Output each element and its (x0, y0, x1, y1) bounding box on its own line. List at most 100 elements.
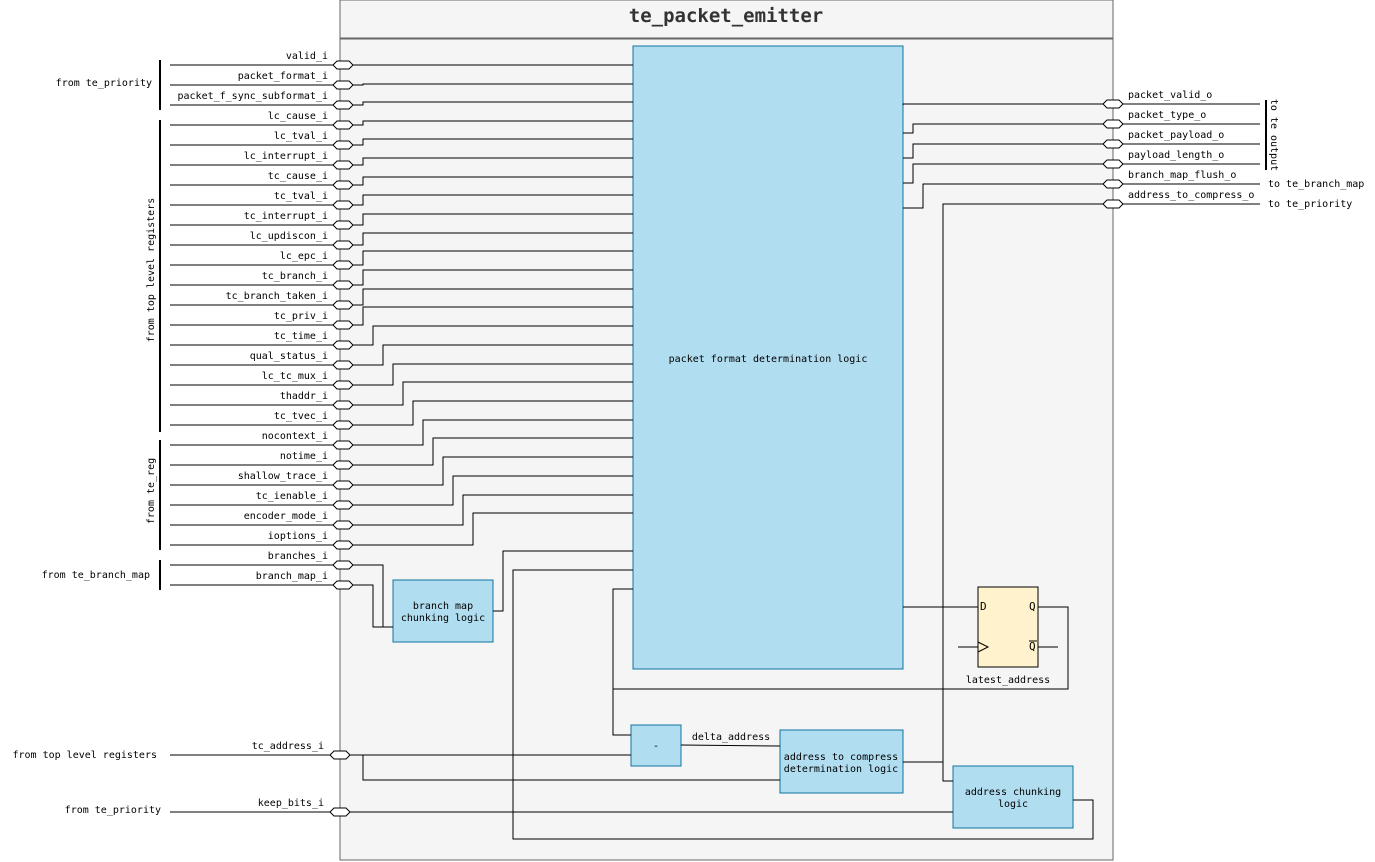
group-label-from-te-branch-map: from te_branch_map (42, 570, 150, 581)
input-port-23 (332, 520, 354, 530)
output-label-5: address_to_compress_o (1128, 190, 1254, 201)
output-label-1: packet_type_o (1128, 110, 1206, 121)
input-route-6 (353, 176, 633, 186)
input-port-9 (332, 240, 354, 250)
input-label-8: tc_interrupt_i (244, 211, 328, 222)
subtract-label: - (653, 741, 659, 752)
delta-address-wire (680, 744, 781, 747)
input-route-20 (353, 437, 633, 466)
output-port-3 (1102, 159, 1124, 169)
register-clock-marker (977, 641, 990, 653)
register-q-pin: Q (1029, 600, 1036, 613)
input-route-14 (353, 325, 633, 346)
signal-labels: valid_ipacket_format_ipacket_f_sync_subf… (177, 51, 1254, 809)
output-label-3: payload_length_o (1128, 150, 1224, 161)
output-port-2 (1102, 139, 1124, 149)
address-chunking-label-1: address chunking (965, 787, 1061, 798)
group-label-to-te-branch-map: to te_branch_map (1268, 179, 1364, 190)
lower-input-label-0: tc_address_i (252, 741, 324, 752)
input-label-25: branches_i (268, 551, 328, 562)
input-port-19 (332, 440, 354, 450)
lower-input-port-1 (329, 807, 351, 817)
input-port-16 (332, 380, 354, 390)
input-label-4: lc_tval_i (274, 131, 328, 142)
output-route-2 (903, 143, 1103, 159)
subtract-block (630, 724, 682, 767)
group-label-from-te-priority-lower: from te_priority (65, 805, 161, 816)
input-port-22 (332, 500, 354, 510)
input-port-18 (332, 420, 354, 430)
chunking-feedback-loop (512, 569, 1094, 840)
input-route-16 (353, 363, 633, 386)
input-route-13 (353, 306, 633, 326)
input-route-branch-map (353, 584, 393, 628)
input-route-23 (353, 494, 633, 526)
address-chunking-label-2: logic (998, 799, 1028, 810)
input-port-8 (332, 220, 354, 230)
input-label-15: qual_status_i (250, 351, 328, 362)
input-port-14 (332, 340, 354, 350)
address-chunking-block (952, 765, 1074, 829)
output-route-3 (903, 163, 1103, 184)
packet-format-logic-label: packet format determination logic (669, 354, 868, 365)
branch-chunk-to-main (493, 550, 633, 612)
input-port-15 (332, 360, 354, 370)
input-port-6 (332, 180, 354, 190)
input-label-18: tc_tvec_i (274, 411, 328, 422)
input-port-13 (332, 320, 354, 330)
input-route-2 (353, 101, 633, 106)
input-route-4 (353, 138, 633, 146)
branch-map-chunking-block (392, 579, 494, 643)
input-route-24 (353, 512, 633, 546)
group-label-from-top-level-registers-lower: from top level registers (13, 750, 158, 761)
input-port-1 (332, 80, 354, 90)
input-route-1 (353, 83, 633, 86)
input-route-18 (353, 400, 633, 426)
address-to-compress-label-2: determination logic (784, 764, 898, 775)
output-port-4 (1102, 179, 1124, 189)
input-route-10 (353, 250, 633, 266)
input-port-25 (332, 560, 354, 570)
input-label-20: notime_i (280, 451, 328, 462)
group-label-to-te-output: to te output (1268, 99, 1279, 171)
input-port-5 (332, 160, 354, 170)
input-label-7: tc_tval_i (274, 191, 328, 202)
group-label-from-te-priority: from te_priority (56, 78, 152, 89)
main-to-subtract (612, 588, 633, 736)
input-label-1: packet_format_i (238, 71, 328, 82)
input-label-9: lc_updiscon_i (250, 231, 328, 242)
tc-address-to-compress (362, 755, 780, 781)
misc-wires (350, 569, 1094, 840)
input-route-15 (353, 344, 633, 366)
branch-map-chunking-label-1: branch map (413, 601, 473, 612)
input-route-19 (353, 419, 633, 446)
lower-input-label-1: keep_bits_i (258, 798, 324, 809)
output-route-0 (902, 103, 1103, 105)
output-port-1 (1102, 119, 1124, 129)
register-name: latest_address (966, 675, 1050, 686)
branch-map-chunking-label-2: chunking logic (401, 613, 485, 624)
input-label-22: tc_ienable_i (256, 491, 328, 502)
input-label-0: valid_i (286, 51, 328, 62)
input-label-3: lc_cause_i (268, 111, 328, 122)
output-port-5 (1102, 199, 1124, 209)
packet-format-logic-block (632, 45, 904, 670)
input-port-21 (332, 480, 354, 490)
group-label-to-te-priority: to te_priority (1268, 199, 1352, 210)
group-label-from-top-level-registers: from top level registers (146, 198, 157, 343)
input-route-7 (353, 194, 633, 206)
input-label-21: shallow_trace_i (238, 471, 328, 482)
input-port-17 (332, 400, 354, 410)
output-route-address-to-compress (942, 203, 1103, 782)
input-label-24: ioptions_i (268, 531, 328, 542)
input-port-11 (332, 280, 354, 290)
input-label-23: encoder_mode_i (244, 511, 328, 522)
ports (329, 60, 1124, 817)
address-to-compress-label-1: address to compress (784, 752, 898, 763)
input-label-5: lc_interrupt_i (244, 151, 328, 162)
input-route-5 (353, 157, 633, 166)
input-port-2 (332, 100, 354, 110)
output-route-4 (903, 183, 1103, 209)
input-port-20 (332, 460, 354, 470)
